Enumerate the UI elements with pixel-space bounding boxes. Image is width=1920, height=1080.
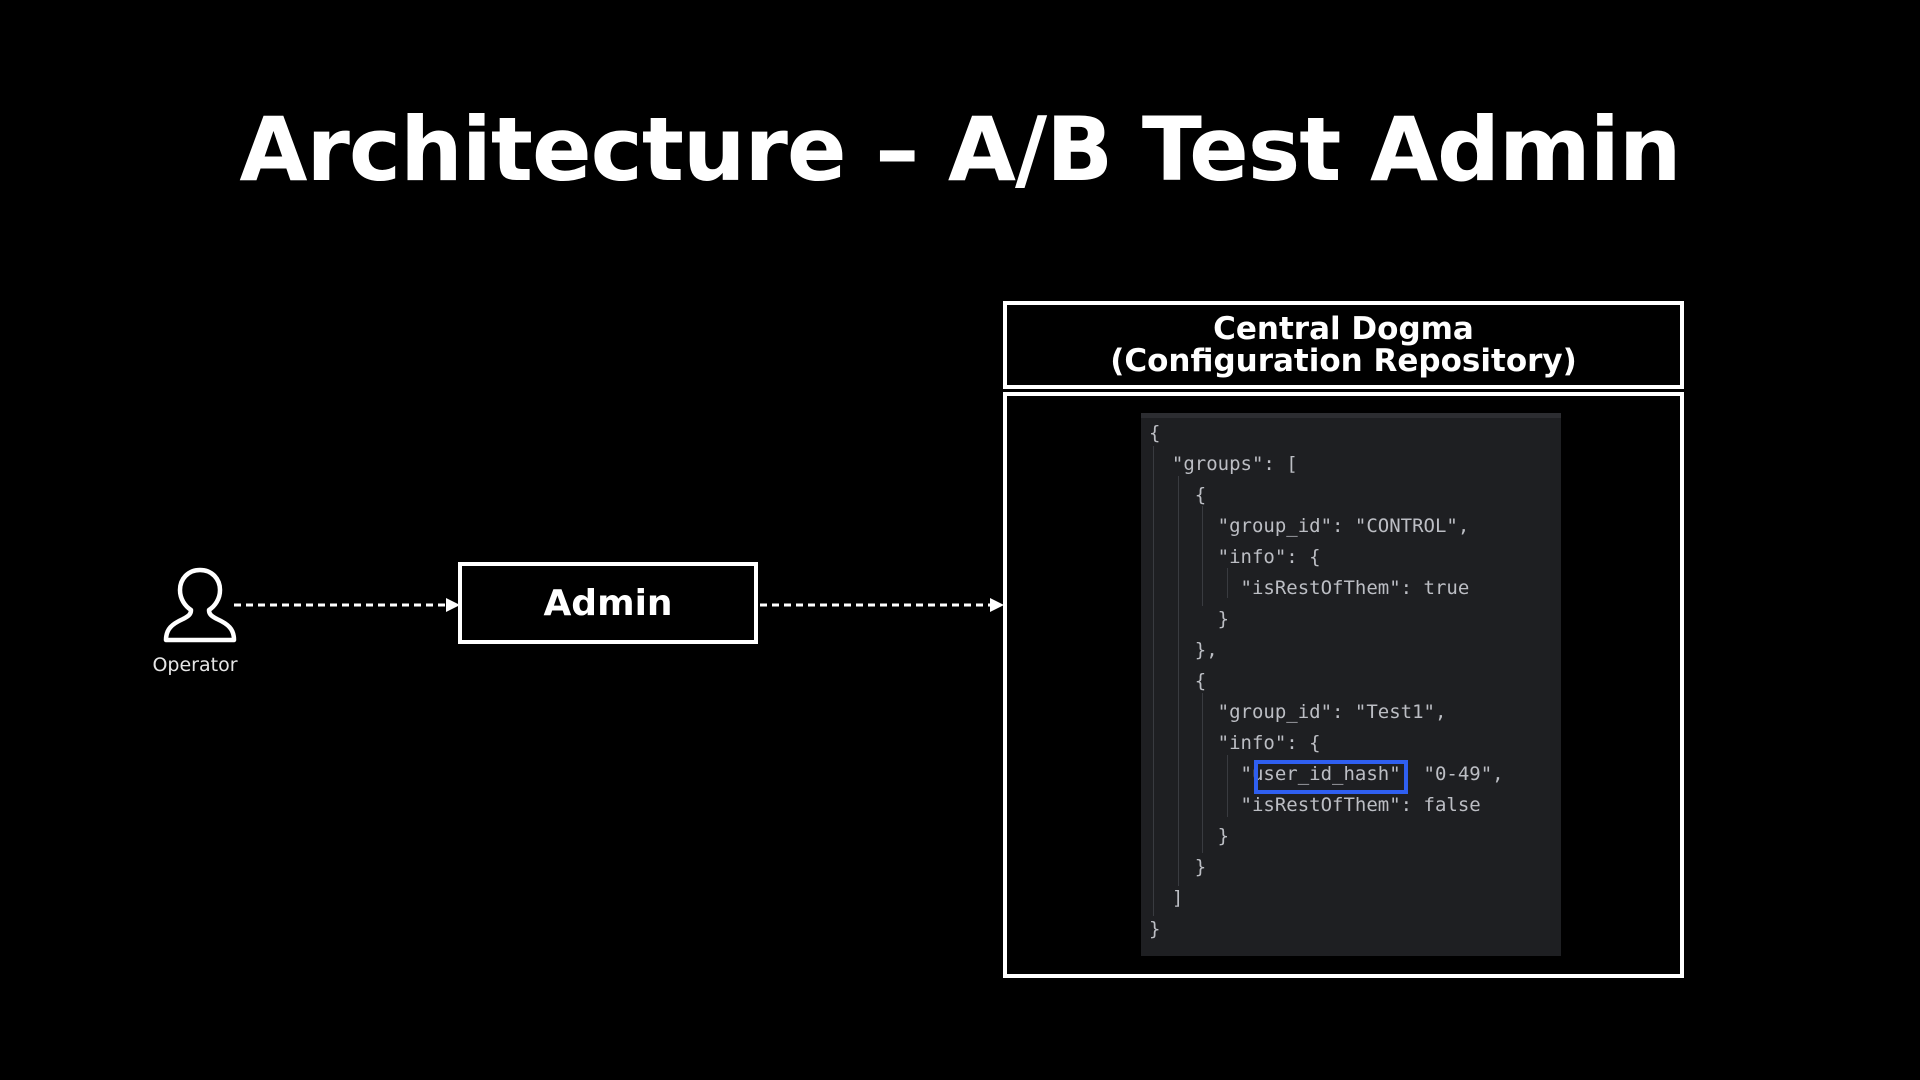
central-dogma-subtitle: (Configuration Repository): [1110, 343, 1577, 379]
slide-title: Architecture – A/B Test Admin: [239, 98, 1681, 201]
central-dogma-config-box: [1003, 392, 1684, 978]
person-outline-icon: [163, 567, 237, 643]
indent-guide: [1227, 755, 1228, 817]
central-dogma-header: Central Dogma (Configuration Repository): [1003, 301, 1684, 389]
indent-guide: [1178, 476, 1179, 886]
code-line: "info": {: [1149, 546, 1321, 568]
operator-label: Operator: [152, 654, 238, 676]
code-line: "group_id": "Test1",: [1149, 701, 1447, 723]
central-dogma-title: Central Dogma: [1213, 311, 1474, 347]
indent-guide: [1153, 446, 1154, 916]
code-line: "groups": [: [1149, 453, 1298, 475]
code-line: {: [1149, 484, 1207, 506]
indent-guide: [1227, 568, 1228, 598]
arrow-operator-to-admin: [234, 598, 460, 612]
code-line: {: [1149, 670, 1207, 692]
code-line: "isRestOfThem": true: [1149, 577, 1470, 599]
code-line: },: [1149, 639, 1218, 661]
code-line: "group_id": "CONTROL",: [1149, 515, 1470, 537]
code-line: }: [1149, 918, 1161, 940]
indent-guide: [1202, 506, 1203, 606]
json-code-panel: { "groups": [ { "group_id": "CONTROL", "…: [1141, 413, 1561, 956]
code-line: "isRestOfThem": false: [1149, 794, 1481, 816]
code-line: }: [1149, 856, 1207, 878]
code-line: "user_id_hash": "0-49",: [1149, 763, 1504, 785]
code-line: }: [1149, 825, 1230, 847]
admin-label: Admin: [543, 582, 673, 624]
code-line: "info": {: [1149, 732, 1321, 754]
code-line: {: [1149, 422, 1161, 444]
code-line: }: [1149, 608, 1230, 630]
arrow-admin-to-central-dogma: [760, 598, 1004, 612]
user-id-hash-highlight: [1254, 760, 1408, 794]
code-line: ]: [1149, 887, 1184, 909]
admin-box: Admin: [458, 562, 758, 644]
indent-guide: [1202, 693, 1203, 853]
